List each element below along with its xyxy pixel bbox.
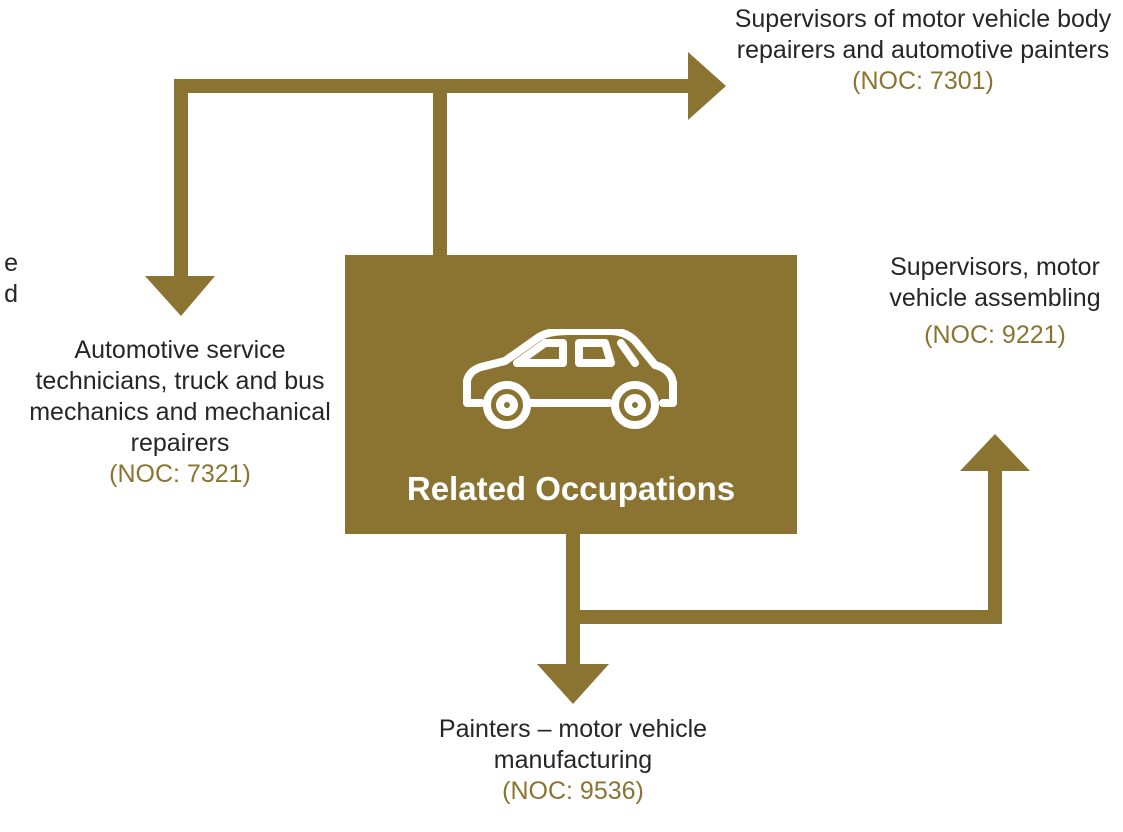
occupation-title: Supervisors of motor vehicle body repair… — [734, 5, 1112, 64]
connector-trunk-bottom — [566, 533, 580, 668]
noc-code: (NOC: 9536) — [502, 777, 644, 805]
connector-bar-top — [174, 79, 690, 93]
connector-bar-bottom — [566, 610, 1002, 624]
arrowhead-right — [688, 52, 726, 120]
arrowhead-down-left — [145, 276, 215, 316]
arrowhead-down-bottom — [537, 664, 609, 704]
occupation-bottom: Painters – motor vehicle manufacturing (… — [380, 714, 766, 807]
occupation-right: Supervisors, motor vehicle assembling (N… — [870, 252, 1120, 351]
related-occupations-box: Related Occupations — [345, 255, 797, 534]
center-title: Related Occupations — [406, 470, 736, 507]
noc-code: (NOC: 9221) — [924, 321, 1066, 349]
occupation-left: Automotive service technicians, truck an… — [17, 335, 343, 490]
clipped-text-fragment: e d — [4, 249, 18, 308]
connector-right-vertical — [988, 468, 1002, 624]
car-icon — [463, 329, 677, 429]
connector-left-vertical — [174, 79, 188, 279]
occupation-top-right: Supervisors of motor vehicle body repair… — [728, 4, 1118, 97]
connector-trunk-top — [433, 86, 447, 256]
noc-code: (NOC: 7321) — [109, 460, 251, 488]
occupation-title: Automotive service technicians, truck an… — [29, 336, 331, 457]
noc-code: (NOC: 7301) — [852, 67, 994, 95]
occupation-title: Painters – motor vehicle manufacturing — [438, 715, 708, 774]
occupation-title: Supervisors, motor vehicle assembling — [889, 253, 1101, 312]
arrowhead-up-right — [960, 434, 1030, 471]
